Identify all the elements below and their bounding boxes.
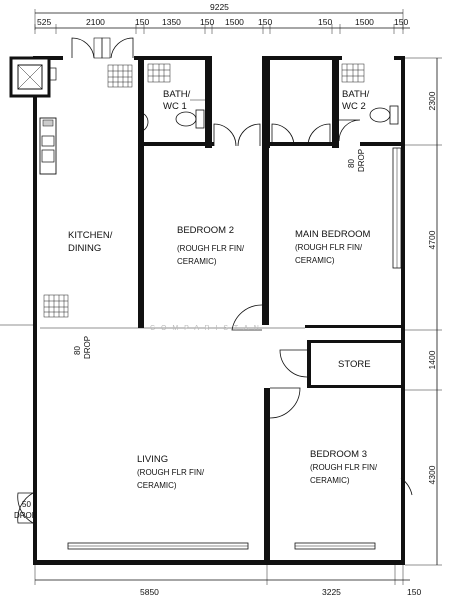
dim-top-5: 150 [200,17,214,27]
refuse-chute-icon [9,56,57,98]
dim-top-3: 150 [135,17,149,27]
window-curve-icon [400,477,413,496]
bath1-toilet-icon [175,109,205,129]
dim-right-1: 2300 [427,91,437,110]
label-bedroom3: BEDROOM 3 (ROUGH FLR FIN/ CERAMIC) [310,449,378,485]
label-main-bedroom: MAIN BEDROOM (ROUGH FLR FIN/ CERAMIC) [295,229,371,265]
bath2-grille-icon [341,63,365,83]
main-bedroom-line2: (ROUGH FLR FIN/ [295,243,363,252]
bedroom2-line2: (ROUGH FLR FIN/ [177,244,245,253]
main-bedroom-line3: CERAMIC) [295,256,335,265]
bath1-grille-icon [147,63,171,83]
right-windows [392,147,402,269]
entrance-door-icon [17,492,34,524]
top-double-door-icon [71,37,134,59]
dim-top-8: 150 [318,17,332,27]
living-line3: CERAMIC) [137,481,177,490]
bath1-line1: BATH/ [163,89,191,100]
main-bedroom-line1: MAIN BEDROOM [295,229,371,240]
bath2-line2: WC 2 [342,101,366,112]
right-dimensions: 2300 4700 1400 4300 [405,57,442,566]
top-dimensions: 9225 525 2100 150 1350 150 1500 150 150 … [34,2,410,34]
dim-right-3: 1400 [427,350,437,369]
store-door-icon [279,349,308,378]
drop-80-right: 80 DROP [347,149,366,172]
kitchen-sink-icon [39,117,57,175]
drop-50-value: 50 [22,500,31,509]
dim-bottom-1: 5850 [140,587,159,597]
bedroom2-line3: CERAMIC) [177,257,217,266]
bedroom3-line1: BEDROOM 3 [310,449,367,460]
kitchen-line1: KITCHEN/ [68,230,113,241]
label-kitchen: KITCHEN/ DINING [68,230,113,254]
dim-right-2: 4700 [427,230,437,249]
bedroom2-door-icon [213,123,261,147]
label-bath1: BATH/ WC 1 [163,89,191,112]
dim-top-10: 150 [394,17,408,27]
living-line2: (ROUGH FLR FIN/ [137,468,205,477]
dim-right-4: 4300 [427,465,437,484]
drop-50: 50 DROP [14,500,37,520]
drop-80-right-label: DROP [357,149,366,172]
bath1-line2: WC 1 [163,101,187,112]
bath2-toilet-icon [369,105,399,125]
dim-bottom-3: 150 [407,587,421,597]
main-bedroom-door-icon [271,123,331,147]
grille-icon [107,64,133,88]
bath1-basin-icon [137,111,149,133]
bath2-door-icon [338,119,361,142]
dim-top-2: 2100 [86,17,105,27]
kitchen-line2: DINING [68,243,101,254]
dim-top-1: 525 [37,17,51,27]
dim-bottom-2: 3225 [322,587,341,597]
bedroom3-door-icon [269,387,301,419]
dim-total-width: 9225 [210,2,229,12]
bedroom2-line1: BEDROOM 2 [177,225,234,236]
kitchen-grille-icon [43,294,69,318]
bedroom3-line3: CERAMIC) [310,476,350,485]
dim-top-7: 150 [258,17,272,27]
living-line1: LIVING [137,454,168,465]
label-bath2: BATH/ WC 2 [342,89,370,112]
dim-top-4: 1350 [162,17,181,27]
watermark: C O M P A R I S T A N [150,325,261,332]
label-living: LIVING (ROUGH FLR FIN/ CERAMIC) [137,454,205,490]
dim-top-9: 1500 [355,17,374,27]
bottom-dimensions: 5850 3225 150 [34,565,421,597]
walls [0,56,405,565]
drop-80-right-value: 80 [347,159,356,168]
bedroom2-lower-door-icon [231,304,263,331]
dim-top-6: 1500 [225,17,244,27]
drop-80-left-value: 80 [73,346,82,355]
bedroom3-line2: (ROUGH FLR FIN/ [310,463,378,472]
label-bedroom2: BEDROOM 2 (ROUGH FLR FIN/ CERAMIC) [177,225,245,266]
drop-80-left: 80 DROP [73,336,92,359]
drop-50-label: DROP [14,511,37,520]
bottom-windows [67,542,376,550]
label-store: STORE [338,359,371,370]
bath2-line1: BATH/ [342,89,370,100]
drop-80-left-label: DROP [83,336,92,359]
